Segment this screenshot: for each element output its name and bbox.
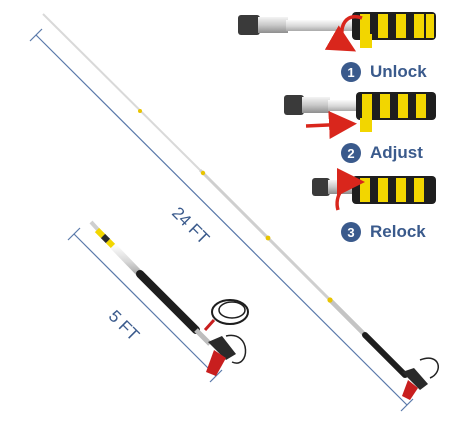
pole-clamp bbox=[200, 170, 206, 176]
pole-clamp bbox=[327, 297, 333, 303]
step-1-illustration bbox=[238, 12, 436, 52]
step-1-label: 1 Unlock bbox=[341, 62, 427, 82]
short-dimension-line bbox=[67, 227, 223, 383]
step-3-text: Relock bbox=[370, 222, 426, 241]
push-arrow-icon bbox=[305, 110, 357, 139]
rotate-arrow-icon bbox=[324, 14, 363, 52]
step-3-illustration bbox=[312, 168, 436, 211]
rotate-back-arrow-icon bbox=[335, 168, 365, 211]
step-2-number: 2 bbox=[341, 143, 361, 163]
pole-clamp bbox=[265, 235, 271, 241]
spray-gun-icon bbox=[402, 357, 440, 400]
telescopic-pole-24ft bbox=[42, 13, 440, 400]
step-2-label: 2 Adjust bbox=[341, 143, 423, 163]
pole-clamp bbox=[138, 109, 142, 113]
yellow-clamps bbox=[94, 227, 116, 249]
spray-gun-icon bbox=[206, 334, 247, 376]
step-2-illustration bbox=[284, 92, 436, 139]
long-dimension-line bbox=[29, 28, 414, 412]
step-2-text: Adjust bbox=[370, 143, 423, 162]
hose-coil-icon bbox=[203, 299, 249, 332]
step-1-text: Unlock bbox=[370, 62, 427, 81]
telescopic-pole-5ft bbox=[89, 220, 249, 376]
step-3-label: 3 Relock bbox=[341, 222, 426, 242]
step-3-number: 3 bbox=[341, 222, 361, 242]
step-1-number: 1 bbox=[341, 62, 361, 82]
